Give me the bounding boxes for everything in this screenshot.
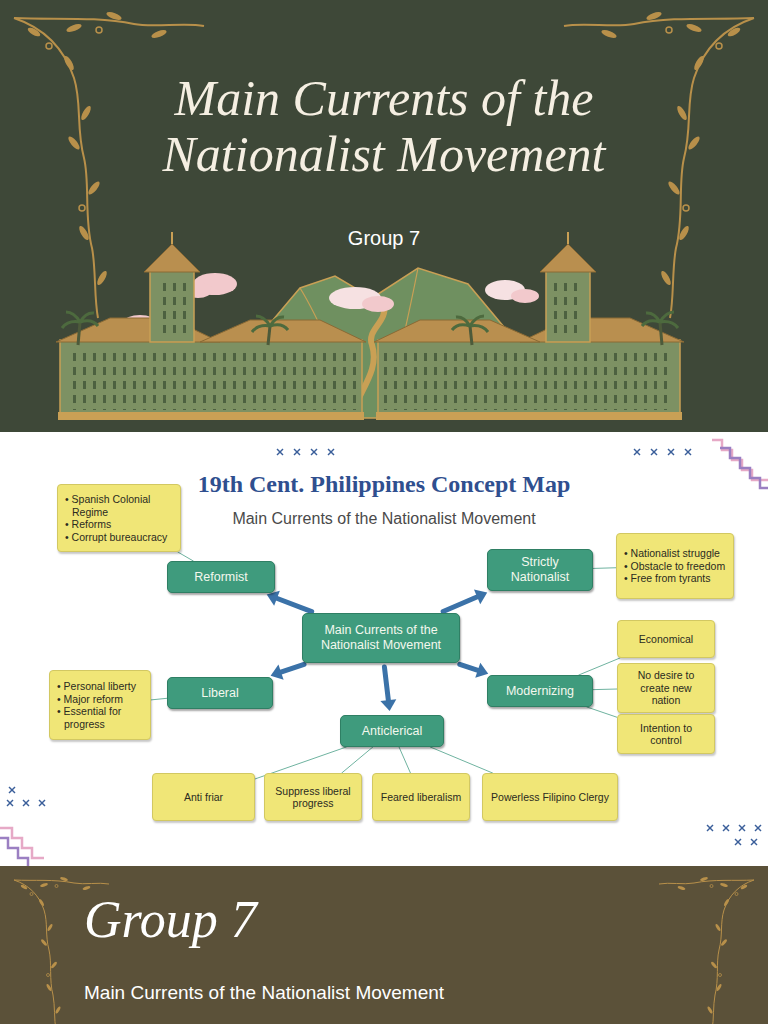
- x-mark: [7, 800, 13, 806]
- connector-line: [276, 598, 312, 612]
- box-text: Anti friar: [160, 791, 247, 804]
- group-label: Group 7: [0, 226, 768, 250]
- box-text: • Reforms: [65, 518, 173, 531]
- x-mark: [735, 839, 741, 845]
- x-mark: [9, 787, 15, 793]
- slide-title: Main Currents of the Nationalist Movemen…: [84, 70, 684, 182]
- connector-line: [443, 597, 478, 612]
- leader-line: [593, 689, 617, 691]
- detail-box: Feared liberalism: [372, 773, 470, 821]
- block-arrow: [380, 667, 396, 711]
- box-text: No desire to create new nation: [625, 669, 707, 707]
- leader-line: [430, 747, 492, 773]
- box-text: • Major reform: [57, 693, 143, 706]
- leader-line: [342, 747, 373, 773]
- box-text: Anticlerical: [349, 724, 435, 739]
- connector-line: [593, 689, 617, 691]
- connector-line: [178, 552, 194, 561]
- leader-line: [151, 698, 167, 700]
- box-text: • Personal liberty: [57, 680, 143, 693]
- palace-illustration: [56, 232, 684, 420]
- category-box: Anticlerical: [340, 715, 444, 747]
- footer-subtitle: Main Currents of the Nationalist Movemen…: [84, 981, 724, 1005]
- detail-box: Economical: [617, 620, 715, 658]
- x-mark: [328, 449, 334, 455]
- box-text: • Free from tyrants: [624, 572, 726, 585]
- box-text: Main Currents of the Nationalist Movemen…: [311, 623, 451, 653]
- x-mark: [311, 449, 317, 455]
- connector-line: [460, 664, 479, 670]
- category-box: Main Currents of the Nationalist Movemen…: [302, 613, 460, 663]
- x-mark: [739, 825, 745, 831]
- box-text: • Spanish Colonial Regime: [65, 493, 173, 518]
- connector-line: [151, 698, 167, 700]
- leader-line: [579, 658, 620, 675]
- x-mark: [39, 800, 45, 806]
- box-text: Liberal: [176, 686, 264, 701]
- detail-box: Anti friar: [152, 773, 255, 821]
- connector-line: [280, 664, 304, 672]
- x-mark: [294, 449, 300, 455]
- category-box: Modernizing: [487, 675, 593, 707]
- block-arrow: [443, 590, 487, 612]
- box-text: Strictly Nationalist: [496, 555, 584, 585]
- x-mark: [277, 449, 283, 455]
- category-box: Reformist: [167, 561, 275, 593]
- x-mark: [685, 449, 691, 455]
- x-mark: [755, 825, 761, 831]
- group-heading: Group 7: [84, 890, 584, 950]
- connector-line: [587, 707, 617, 717]
- block-arrow: [271, 664, 304, 679]
- connector-line: [399, 747, 410, 773]
- connector-line: [593, 567, 616, 569]
- zigzag: [0, 828, 44, 858]
- zigzag: [720, 448, 768, 488]
- box-text: Intention to control: [625, 722, 707, 747]
- box-text: • Obstacle to freedom: [624, 560, 726, 573]
- connector-line: [430, 747, 492, 773]
- leader-line: [399, 747, 410, 773]
- box-text: Modernizing: [496, 684, 584, 699]
- box-text: • Corrupt bureaucracy: [65, 531, 173, 544]
- x-mark: [723, 825, 729, 831]
- detail-box: • Personal liberty• Major reform• Essent…: [49, 670, 151, 740]
- category-box: Strictly Nationalist: [487, 549, 593, 591]
- leader-line: [587, 707, 617, 717]
- box-text: Powerless Filipino Clergy: [490, 791, 610, 804]
- connector-line: [579, 658, 620, 675]
- detail-box: • Nationalist struggle• Obstacle to free…: [616, 533, 734, 599]
- x-mark: [751, 839, 757, 845]
- x-mark: [707, 825, 713, 831]
- leader-line: [178, 552, 194, 561]
- detail-box: Intention to control: [617, 714, 715, 754]
- box-text: • Nationalist struggle: [624, 547, 726, 560]
- detail-box: Powerless Filipino Clergy: [482, 773, 618, 821]
- category-box: Liberal: [167, 677, 273, 709]
- box-text: Reformist: [176, 570, 266, 585]
- box-text: Economical: [625, 633, 707, 646]
- detail-box: Suppress liberal progress: [264, 773, 362, 821]
- x-mark: [634, 449, 640, 455]
- box-text: Feared liberalism: [380, 791, 462, 804]
- connector-line: [384, 667, 388, 701]
- box-text: • Essential for progress: [57, 705, 143, 730]
- block-arrow: [460, 663, 488, 678]
- leader-line: [593, 567, 616, 569]
- detail-box: No desire to create new nation: [617, 663, 715, 713]
- corner-vine: [659, 876, 754, 1024]
- box-text: Suppress liberal progress: [272, 785, 354, 810]
- block-arrow: [267, 591, 312, 612]
- x-mark: [651, 449, 657, 455]
- connector-line: [342, 747, 373, 773]
- x-mark: [23, 800, 29, 806]
- detail-box: • Spanish Colonial Regime• Reforms• Corr…: [57, 484, 181, 552]
- x-mark: [668, 449, 674, 455]
- zigzag: [0, 838, 28, 866]
